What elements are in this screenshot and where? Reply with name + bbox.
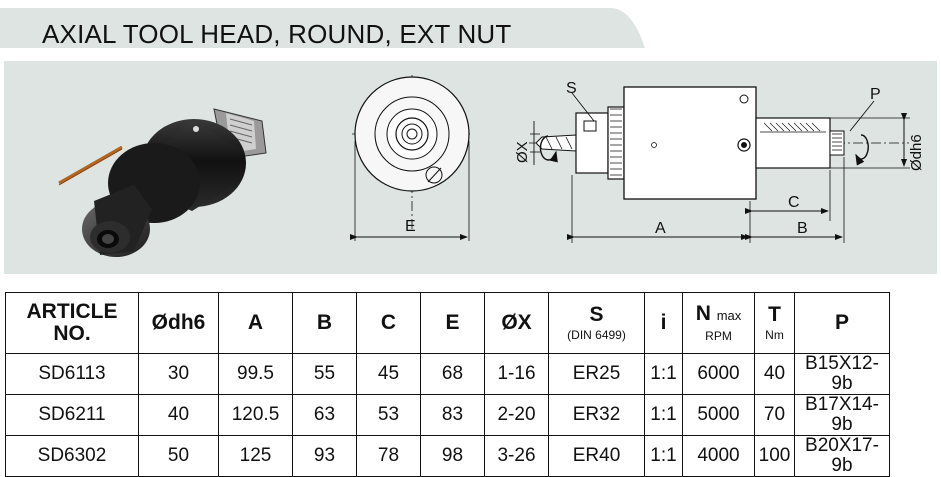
- front-view: [350, 75, 472, 241]
- cell-p: B15X12-9b: [794, 353, 890, 395]
- side-view: [529, 86, 910, 243]
- table-row: SD6113 30 99.5 55 45 68 1-16 ER25 1:1 60…: [5, 353, 890, 395]
- cell-c: 53: [356, 394, 421, 436]
- cell-c: 78: [356, 435, 421, 477]
- cell-n: 6000: [682, 353, 755, 395]
- cell-article: SD6211: [5, 394, 139, 436]
- cell-article: SD6113: [5, 353, 139, 395]
- cell-t: 100: [754, 435, 795, 477]
- cell-e: 98: [420, 435, 485, 477]
- cell-n: 5000: [682, 394, 755, 436]
- cell-s: ER32: [548, 394, 645, 436]
- dim-label-c: C: [788, 194, 800, 211]
- dim-label-b: B: [797, 220, 808, 237]
- col-header-odh6: Ødh6: [138, 292, 219, 354]
- cell-p: B20X17-9b: [794, 435, 890, 477]
- technical-drawing: E: [58, 75, 925, 257]
- col-header-ox: ØX: [484, 292, 549, 354]
- cell-t: 40: [754, 353, 795, 395]
- cell-s: ER40: [548, 435, 645, 477]
- col-header-p: P: [794, 292, 890, 354]
- cell-e: 68: [420, 353, 485, 395]
- cell-article: SD6302: [5, 435, 139, 477]
- callout-p: P: [870, 86, 881, 103]
- cell-ox: 2-20: [484, 394, 549, 436]
- cell-i: 1:1: [644, 394, 683, 436]
- col-header-c: C: [356, 292, 421, 354]
- col-header-e: E: [420, 292, 485, 354]
- callout-s: S: [566, 80, 577, 97]
- cell-i: 1:1: [644, 435, 683, 477]
- cell-n: 4000: [682, 435, 755, 477]
- cell-ox: 3-26: [484, 435, 549, 477]
- col-header-a: A: [218, 292, 293, 354]
- product-photo: [58, 108, 267, 257]
- dim-label-odh6: Ødh6: [908, 134, 925, 171]
- col-header-i: i: [644, 292, 683, 354]
- figure-panel: E: [4, 61, 937, 274]
- cell-odh6: 40: [138, 394, 219, 436]
- col-header-b: B: [292, 292, 357, 354]
- cell-ox: 1-16: [484, 353, 549, 395]
- cell-c: 45: [356, 353, 421, 395]
- cell-a: 125: [218, 435, 293, 477]
- cell-b: 93: [292, 435, 357, 477]
- cell-a: 99.5: [218, 353, 293, 395]
- cell-b: 55: [292, 353, 357, 395]
- table-row: SD6211 40 120.5 63 53 83 2-20 ER32 1:1 5…: [5, 394, 890, 436]
- dim-label-a: A: [655, 220, 666, 237]
- cell-odh6: 50: [138, 435, 219, 477]
- cell-s: ER25: [548, 353, 645, 395]
- dim-label-e: E: [405, 218, 416, 235]
- page-title: AXIAL TOOL HEAD, ROUND, EXT NUT: [42, 19, 512, 49]
- cell-i: 1:1: [644, 353, 683, 395]
- cell-e: 83: [420, 394, 485, 436]
- title-band-shape: [0, 8, 645, 48]
- cell-odh6: 30: [138, 353, 219, 395]
- title-band: AXIAL TOOL HEAD, ROUND, EXT NUT: [0, 6, 941, 50]
- cell-t: 70: [754, 394, 795, 436]
- table-row: SD6302 50 125 93 78 98 3-26 ER40 1:1 400…: [5, 435, 890, 477]
- col-header-s: S(DIN 6499): [548, 292, 645, 354]
- cell-b: 63: [292, 394, 357, 436]
- cell-p: B17X14-9b: [794, 394, 890, 436]
- dim-label-ox: ØX: [514, 141, 531, 163]
- cell-a: 120.5: [218, 394, 293, 436]
